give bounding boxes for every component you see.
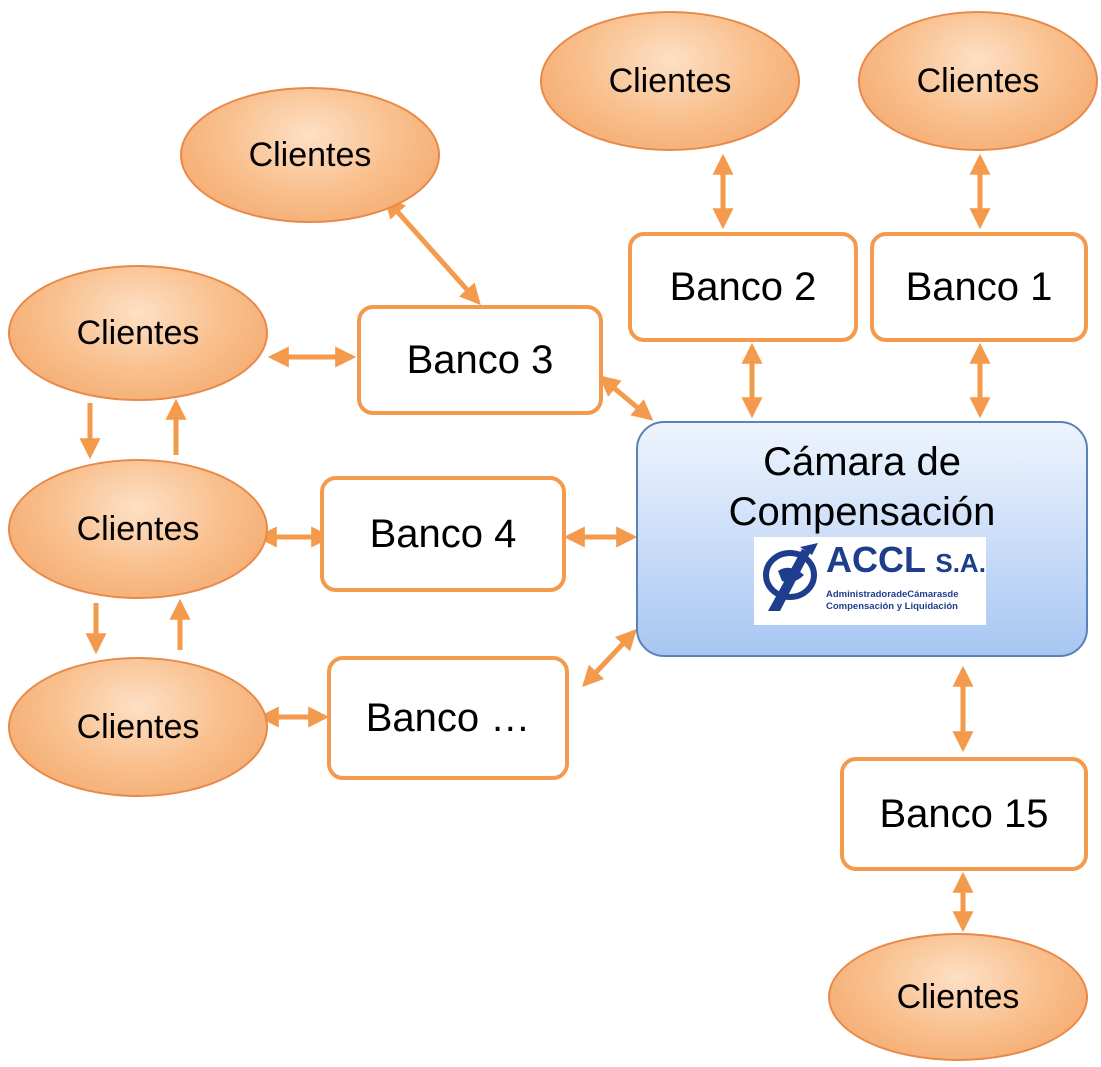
clearing-house-node: Cámara de Compensación ACCL S.A. Adminis… [636,421,1088,657]
bank-label: Banco 4 [369,511,517,556]
clients-node-left-1: Clientes [8,265,268,401]
bank-node-banco-1: Banco 1 [870,232,1088,342]
bank-label: Banco 1 [905,264,1053,309]
accl-logo-subtitle-1: AdministradoradeCámarasde [826,589,959,600]
clients-node-left-2: Clientes [8,459,268,599]
arrow-banco-n-camara [582,628,637,688]
clients-node-top-left: Clientes [180,87,440,223]
clearing-house-title: Cámara de Compensación [638,437,1086,537]
accl-logo-name: ACCL S.A. [826,539,986,581]
clients-node-bottom: Clientes [828,933,1088,1061]
bank-node-banco-n: Banco … [327,656,569,780]
clients-node-left-3: Clientes [8,657,268,797]
clearing-house-title-line1: Cámara de [763,440,961,484]
clients-label: Clientes [896,977,1020,1016]
clients-label: Clientes [916,61,1040,100]
bank-node-banco-4: Banco 4 [320,476,566,592]
clients-node-top-right: Clientes [858,11,1098,151]
bank-label: Banco 2 [669,264,817,309]
clients-label: Clientes [76,313,200,352]
clients-node-top-mid: Clientes [540,11,800,151]
accl-logo: ACCL S.A. AdministradoradeCámarasde Comp… [754,537,986,625]
bank-label: Banco … [365,695,531,740]
clients-label: Clientes [608,61,732,100]
clients-label: Clientes [76,707,200,746]
arrow-clients-top-left-banco-3 [384,196,481,306]
bank-label: Banco 3 [406,337,554,382]
accl-logo-suffix: S.A. [935,548,986,578]
arrow-banco-3-camara [598,375,654,421]
clients-label: Clientes [248,135,372,174]
bank-label: Banco 15 [879,791,1049,836]
clearing-house-title-line2: Compensación [728,490,996,534]
bank-node-banco-2: Banco 2 [628,232,858,342]
accl-logo-wordmark: ACCL [826,539,926,580]
clients-label: Clientes [76,509,200,548]
accl-logo-icon [763,543,818,611]
accl-logo-subtitle-2: Compensación y Liquidación [826,601,958,612]
bank-node-banco-15: Banco 15 [840,757,1088,871]
bank-node-banco-3: Banco 3 [357,305,603,415]
